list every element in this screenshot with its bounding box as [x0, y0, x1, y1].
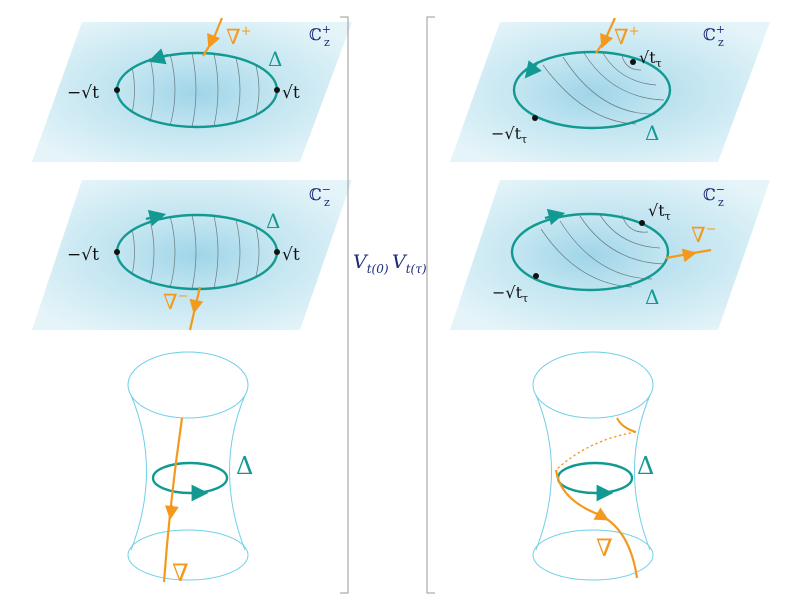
left-branch-point: [114, 87, 120, 93]
delta-cycle: [556, 461, 634, 495]
upper-branch-point: [639, 220, 645, 226]
right-side: [634, 394, 651, 551]
nabla-path: [162, 417, 184, 583]
right-point-label: √t: [282, 83, 300, 103]
cycle-region: [514, 52, 670, 128]
bottom-rim-front: [532, 554, 654, 581]
conn-label: ∇: [172, 559, 189, 587]
bottom-rim-back: [127, 529, 249, 556]
cycle-arrow: [524, 60, 542, 79]
nabla-arrow: [681, 248, 697, 263]
cycle-arrow: [148, 48, 169, 65]
right-branch-point: [274, 87, 280, 93]
cycle-label: Δ: [645, 121, 659, 145]
nabla-arrow: [593, 507, 610, 521]
right-side: [229, 394, 246, 551]
cycle-region: [117, 215, 277, 289]
cycle-region: [512, 214, 668, 290]
nabla-arrow: [189, 298, 204, 314]
cycle-label: Δ: [645, 285, 659, 309]
nabla-path-upper: [616, 417, 637, 433]
lower-branch-point: [532, 115, 538, 121]
conn-label: ∇−: [691, 222, 717, 247]
upper-point-label: √tτ: [639, 48, 662, 70]
right-top-plane: √tτ −√tτ ∇+ Δ ℂ+z: [450, 17, 770, 162]
bottom-rim-front: [127, 554, 249, 581]
bottom-rim-back: [532, 529, 654, 556]
top-rim: [127, 351, 249, 419]
level-contours: [542, 52, 665, 125]
delta-cycle: [512, 50, 672, 130]
cycle-label: Δ: [266, 209, 280, 233]
left-point-label: −√t: [67, 245, 99, 265]
center-brackets: [340, 16, 435, 594]
conn-label: ∇: [596, 534, 613, 562]
level-contours: [540, 214, 665, 288]
upper-point-label: √tτ: [648, 201, 671, 223]
lower-point-label: −√tτ: [491, 124, 527, 146]
left-bottom-plane: −√t √t ∇− Δ ℂ−z: [32, 180, 352, 331]
delta-cycle: [510, 212, 670, 292]
left-point-label: −√t: [67, 83, 99, 103]
space-label: ℂ−z: [703, 183, 725, 209]
cycle-arrow: [145, 209, 167, 227]
lower-branch-point: [533, 273, 539, 279]
left-side: [535, 394, 552, 551]
top-rim: [532, 351, 654, 419]
left-side: [130, 394, 147, 551]
left-hyperboloid: Δ ∇: [127, 351, 253, 587]
space-label: ℂ+z: [703, 23, 725, 49]
level-contours: [131, 214, 260, 290]
right-branch-point: [274, 249, 280, 255]
cycle-label: Δ: [236, 452, 253, 480]
right-hyperboloid: Δ ∇: [532, 351, 654, 581]
cycle-label: Δ: [268, 47, 282, 71]
space-label: ℂ−z: [309, 183, 331, 209]
space-label: ℂ+z: [309, 23, 331, 49]
nabla-path-hidden: [555, 431, 637, 471]
delta-cycle: [151, 461, 229, 495]
left-fiber-label: Vt(0): [353, 251, 389, 276]
cycle-arrow: [544, 208, 566, 226]
conn-label: ∇+: [614, 24, 640, 49]
right-bracket: [426, 16, 435, 594]
cycle-region: [117, 53, 277, 127]
left-branch-point: [114, 249, 120, 255]
left-top-plane: −√t √t ∇+ Δ ℂ+z: [32, 17, 352, 162]
nabla-arrow: [600, 32, 614, 49]
upper-branch-point: [630, 59, 636, 65]
nabla-arrow: [164, 504, 179, 520]
nabla-arrow: [207, 32, 221, 49]
conn-label: ∇+: [226, 24, 252, 49]
right-point-label: √t: [282, 245, 300, 265]
cycle-label: Δ: [637, 452, 654, 480]
left-bracket: [340, 16, 349, 594]
right-bottom-plane: √tτ −√tτ ∇− Δ ℂ−z: [450, 180, 770, 330]
conn-label: ∇−: [163, 289, 189, 314]
lower-point-label: −√tτ: [492, 283, 528, 305]
right-fiber-label: Vt(τ): [392, 251, 427, 276]
